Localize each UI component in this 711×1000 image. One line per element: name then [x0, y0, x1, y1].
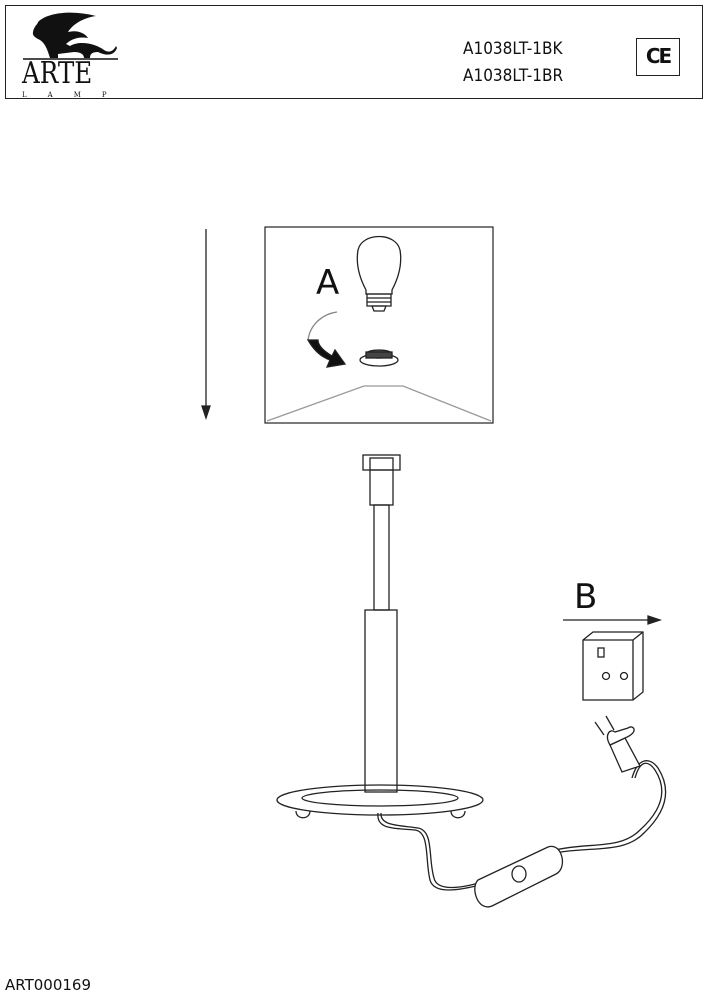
document-code: ART000169 — [5, 976, 92, 994]
lamp-base — [276, 784, 484, 819]
model-number: A1038LT-1BK — [463, 39, 563, 59]
lamp-stem — [362, 454, 401, 793]
model-number: A1038LT-1BR — [463, 66, 564, 86]
inline-switch-icon — [474, 845, 564, 908]
light-bulb-icon — [356, 236, 402, 312]
socket-ring-icon — [359, 349, 399, 367]
lion-logo-icon — [23, 12, 118, 60]
rotate-arrow-icon — [306, 311, 347, 368]
brand-subtitle: LAMP — [22, 91, 128, 99]
plug-icon — [594, 715, 641, 773]
power-cord — [377, 760, 667, 891]
wall-outlet-icon — [582, 631, 644, 701]
brand-name: ARTE — [22, 56, 93, 91]
step-a-label: A — [316, 263, 340, 303]
step-b-label: B — [574, 577, 598, 617]
down-arrow-icon — [201, 229, 211, 421]
right-arrow-icon — [563, 615, 663, 625]
document-header: ARTE LAMP A1038LT-1BK A1038LT-1BR CE — [5, 5, 703, 99]
ce-mark: CE — [636, 38, 680, 76]
model-numbers: A1038LT-1BK A1038LT-1BR — [463, 36, 563, 90]
lamp-shade — [264, 226, 494, 424]
